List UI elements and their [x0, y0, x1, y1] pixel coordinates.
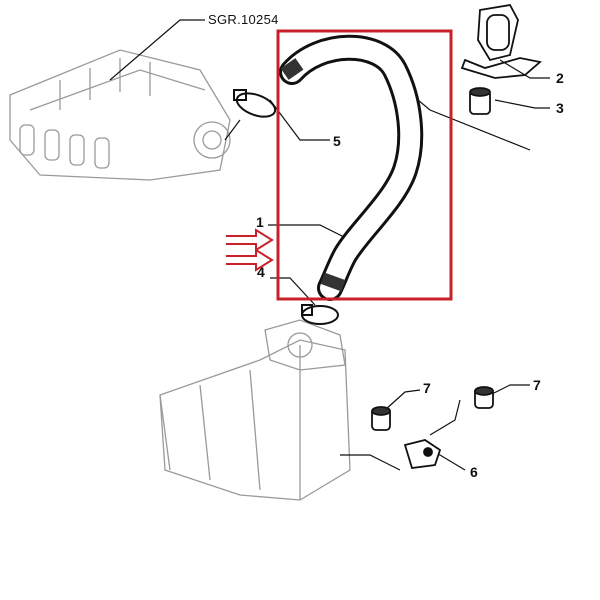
hose-clamp-4 [301, 304, 339, 325]
callout-5: 5 [333, 133, 341, 149]
callout-1: 1 [256, 214, 264, 230]
grommet-3 [469, 87, 491, 115]
hose-clamp-5 [233, 89, 277, 118]
callout-2: 2 [556, 70, 564, 86]
reference-label: SGR.10254 [208, 12, 279, 27]
bracket-2 [460, 4, 542, 79]
callout-4: 4 [257, 264, 265, 280]
grommet-7-left [371, 406, 391, 431]
callout-7-left: 7 [423, 380, 431, 396]
grommet-7-right [474, 386, 494, 409]
intake-manifold-ghost [9, 49, 231, 181]
callout-3: 3 [556, 100, 564, 116]
highlight-box [276, 29, 453, 301]
coolant-hose [279, 34, 424, 301]
callout-7-right: 7 [533, 377, 541, 393]
bracket-6 [403, 439, 442, 469]
callout-6: 6 [470, 464, 478, 480]
air-filter-box-ghost [159, 319, 351, 501]
pointer-arrows [226, 228, 274, 272]
